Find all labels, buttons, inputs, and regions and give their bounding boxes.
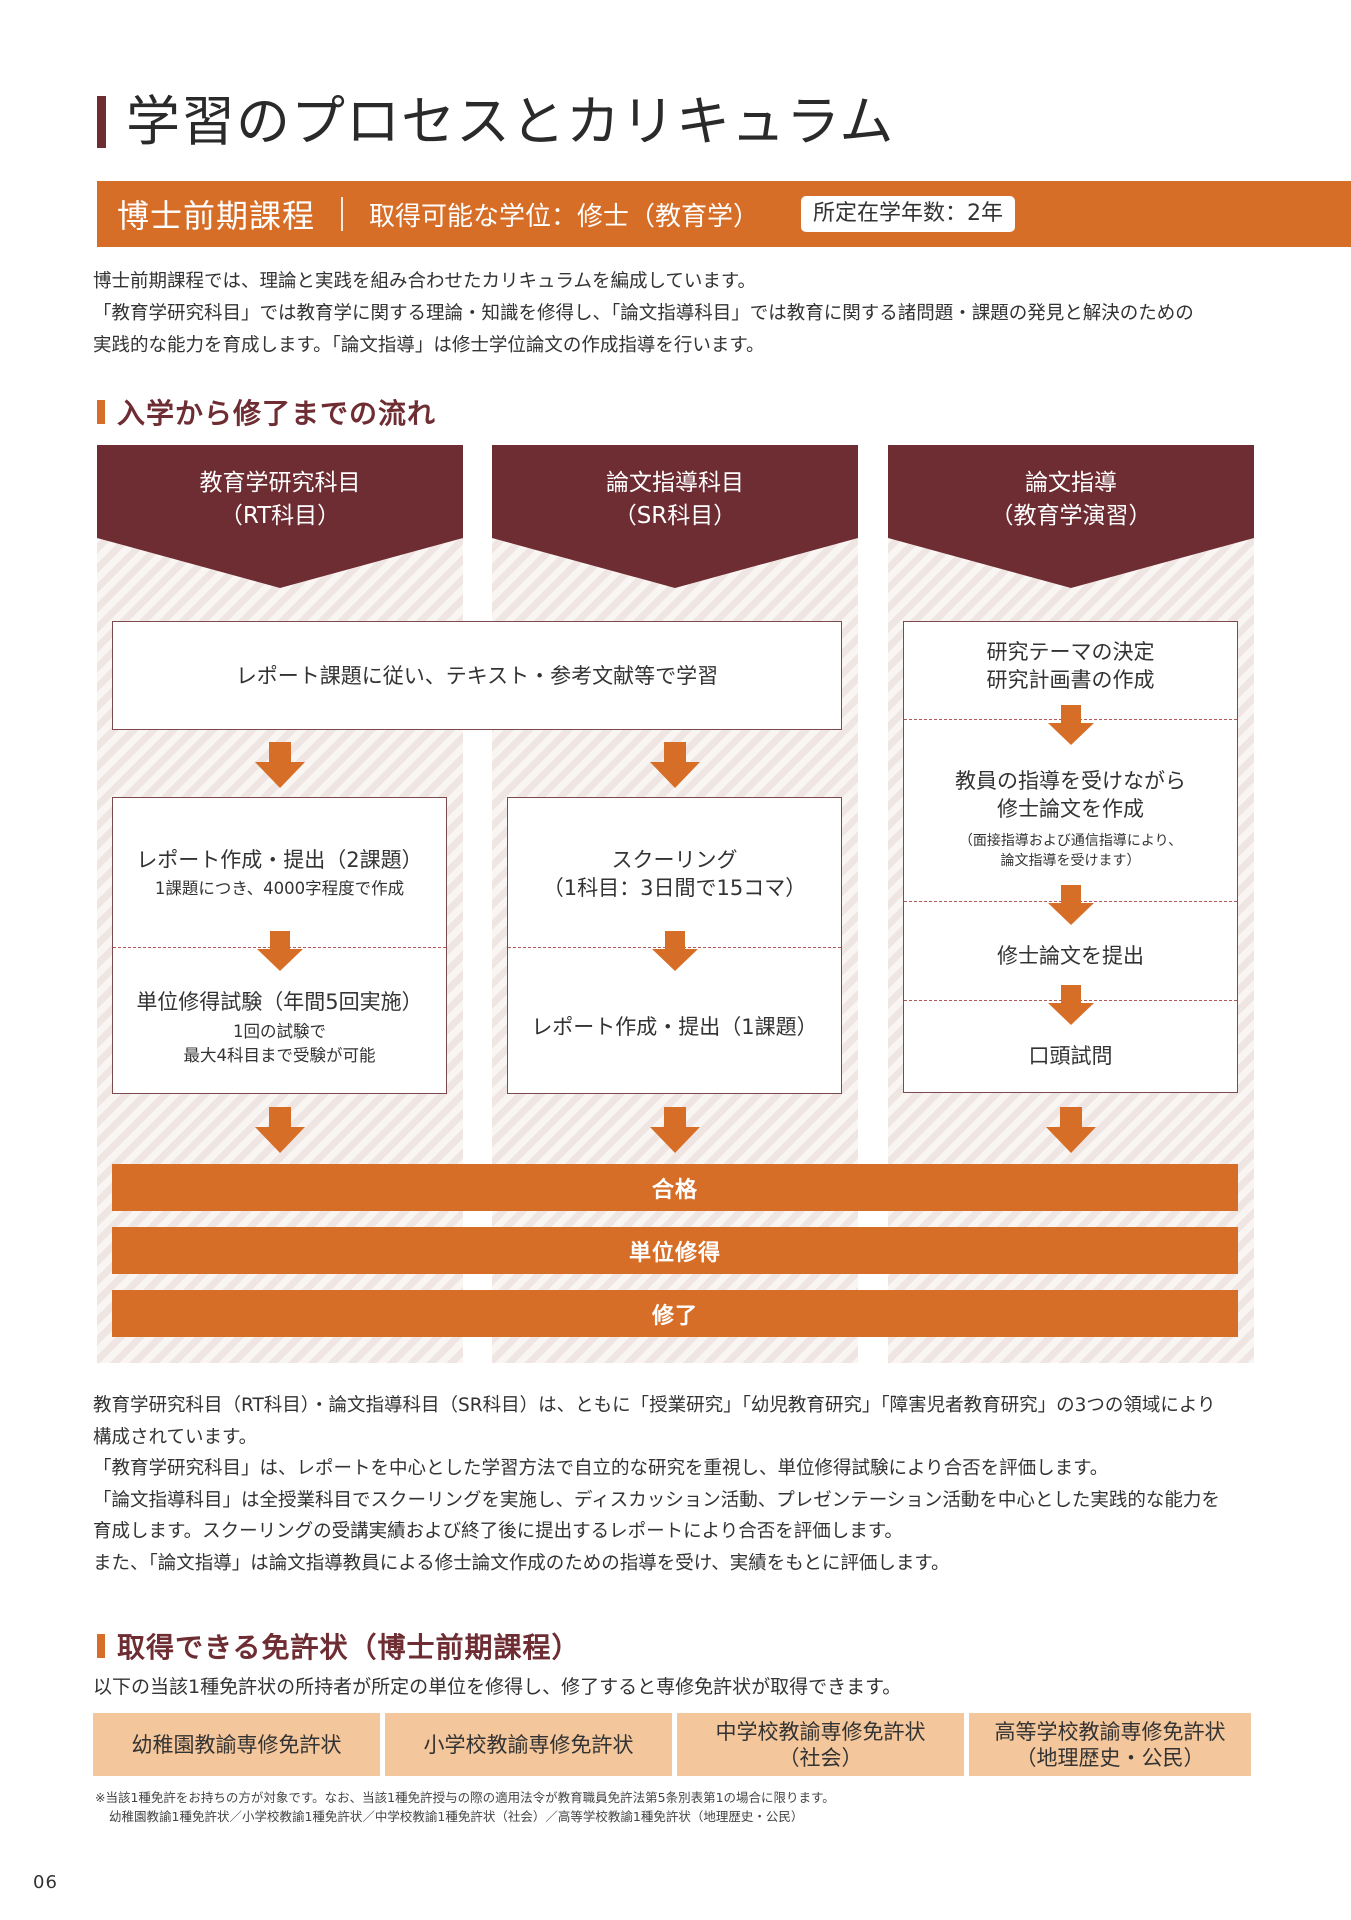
page-number: 06 — [33, 1872, 58, 1893]
flow-heading-title: 入学から修了までの流れ — [117, 397, 437, 430]
description-line: 「教育学研究科目」は、レポートを中心とした学習方法で自立的な研究を重視し、単位修… — [93, 1458, 1109, 1479]
description-line: 育成します。スクーリングの受講実績および終了後に提出するレポートにより合否を評価… — [93, 1521, 903, 1542]
pass-bar: 合格 — [112, 1164, 1238, 1211]
arrow-down-icon — [255, 742, 305, 788]
thesis-submit-step: 修士論文を提出 — [997, 944, 1144, 968]
description-line: 教育学研究科目（RT科目）・論文指導科目（SR科目）は、ともに「授業研究」「幼児… — [93, 1395, 1216, 1416]
license-heading: 取得できる免許状（博士前期課程） — [97, 1626, 580, 1666]
thesis-write-step: 教員の指導を受けながら 修士論文を作成 — [904, 767, 1237, 823]
rt-exam-note-line: 最大4科目まで受験が可能 — [183, 1046, 376, 1065]
license-subject: （地理歴史・公民） — [1015, 1745, 1205, 1770]
license-card-high-school: 高等学校教諭専修免許状 （地理歴史・公民） — [969, 1713, 1251, 1776]
thesis-write-note: （面接指導および通信指導により、 論文指導を受けます） — [904, 831, 1237, 871]
degree-label: 取得可能な学位：修士（教育学） — [369, 201, 760, 232]
license-name: 高等学校教諭専修免許状 — [994, 1719, 1226, 1744]
page-title: 学習のプロセスとカリキュラム — [126, 90, 895, 153]
license-lead-text: 以下の当該1種免許状の所持者が所定の単位を修得し、修了すると専修免許状が取得でき… — [93, 1676, 902, 1698]
license-subject: （社会） — [778, 1745, 863, 1770]
intro-text: 博士前期課程では、理論と実践を組み合わせたカリキュラムを編成しています。 「教育… — [93, 266, 1273, 362]
band-divider — [341, 197, 344, 231]
footnote-line: ※当該1種免許をお持ちの方が対象です。なお、当該1種免許授与の際の適用法令が教育… — [95, 1790, 835, 1805]
arrow-down-icon — [652, 931, 698, 971]
license-card-kindergarten: 幼稚園教諭専修免許状 — [93, 1713, 380, 1776]
section-mark — [97, 400, 105, 424]
license-card-junior-high: 中学校教諭専修免許状 （社会） — [677, 1713, 964, 1776]
description-line: 「論文指導科目」は全授業科目でスクーリングを実施し、ディスカッション活動、プレゼ… — [93, 1489, 1220, 1511]
rt-exam-note-line: 1回の試験で — [233, 1022, 326, 1041]
page-title-block: 学習のプロセスとカリキュラム — [97, 92, 894, 152]
license-name: 幼稚園教諭専修免許状 — [131, 1732, 342, 1757]
thesis-theme-step: 研究テーマの決定 研究計画書の作成 — [904, 638, 1237, 694]
sr-schooling-line: スクーリング — [611, 848, 738, 872]
shared-study-text: レポート課題に従い、テキスト・参考文献等で学習 — [235, 663, 719, 688]
license-footnote: ※当該1種免許をお持ちの方が対象です。なお、当該1種免許授与の際の適用法令が教育… — [95, 1788, 835, 1826]
thesis-theme-line: 研究計画書の作成 — [986, 668, 1155, 692]
thesis-note-line: （面接指導および通信指導により、 — [958, 833, 1183, 849]
column-header-subtitle: （教育学演習） — [990, 503, 1152, 529]
years-badge: 所定在学年数：2年 — [801, 196, 1016, 232]
course-band: 博士前期課程 取得可能な学位：修士（教育学） 所定在学年数：2年 — [97, 181, 1351, 247]
intro-line: 「教育学研究科目」では教育学に関する理論・知識を修得し、「論文指導科目」では教育… — [93, 303, 1194, 324]
column-header-title: 論文指導科目 — [606, 470, 744, 496]
arrow-down-icon — [1048, 885, 1094, 925]
sr-report-step: レポート作成・提出（1課題） — [531, 1015, 818, 1039]
thesis-write-line: 教員の指導を受けながら — [955, 769, 1186, 793]
shared-study-box: レポート課題に従い、テキスト・参考文献等で学習 — [112, 621, 842, 730]
license-card-elementary: 小学校教諭専修免許状 — [385, 1713, 672, 1776]
description-line: また、「論文指導」は論文指導教員による修士論文作成のための指導を受け、実績をもと… — [93, 1552, 950, 1574]
arrow-down-icon — [1046, 1107, 1096, 1153]
title-accent-bar — [97, 96, 106, 148]
arrow-down-icon — [255, 1107, 305, 1153]
arrow-down-icon — [650, 742, 700, 788]
credit-bar: 単位修得 — [112, 1227, 1238, 1274]
footnote-line: 幼稚園教諭1種免許状／小学校教諭1種免許状／中学校教諭1種免許状（社会）／高等学… — [109, 1809, 804, 1824]
thesis-note-line: 論文指導を受けます） — [1000, 853, 1141, 869]
thesis-write-line: 修士論文を作成 — [997, 797, 1144, 821]
sr-schooling-line: （1科目：3日間で15コマ） — [542, 876, 807, 900]
sr-schooling-step: スクーリング （1科目：3日間で15コマ） — [508, 846, 841, 902]
description-line: 構成されています。 — [93, 1426, 258, 1448]
arrow-down-icon — [257, 931, 303, 971]
column-header-subtitle: （RT科目） — [219, 503, 341, 529]
course-name: 博士前期課程 — [117, 197, 316, 235]
license-heading-title: 取得できる免許状（博士前期課程） — [117, 1631, 581, 1664]
license-name: 中学校教諭専修免許状 — [715, 1719, 926, 1744]
completion-bar: 修了 — [112, 1290, 1238, 1337]
rt-exam-step: 単位修得試験（年間5回実施） — [136, 990, 423, 1014]
rt-report-step: レポート作成・提出（2課題） — [136, 848, 423, 872]
thesis-theme-line: 研究テーマの決定 — [986, 640, 1155, 664]
intro-line: 実践的な能力を育成します。「論文指導」は修士学位論文の作成指導を行います。 — [93, 335, 765, 356]
thesis-oral-exam-step: 口頭試問 — [1028, 1044, 1113, 1068]
rt-report-note: 1課題につき、4000字程度で作成 — [154, 879, 405, 898]
column-header-title: 論文指導 — [1025, 470, 1117, 496]
column-header-subtitle: （SR科目） — [613, 503, 737, 529]
license-name: 小学校教諭専修免許状 — [423, 1732, 634, 1757]
arrow-down-icon — [1048, 985, 1094, 1025]
intro-line: 博士前期課程では、理論と実践を組み合わせたカリキュラムを編成しています。 — [93, 271, 757, 292]
curriculum-description: 教育学研究科目（RT科目）・論文指導科目（SR科目）は、ともに「授業研究」「幼児… — [93, 1390, 1273, 1579]
arrow-down-icon — [650, 1107, 700, 1153]
section-mark — [97, 1634, 105, 1658]
flow-heading: 入学から修了までの流れ — [97, 392, 436, 432]
column-header-title: 教育学研究科目 — [199, 470, 361, 496]
arrow-down-icon — [1048, 705, 1094, 745]
rt-exam-note: 1回の試験で 最大4科目まで受験が可能 — [113, 1020, 446, 1068]
